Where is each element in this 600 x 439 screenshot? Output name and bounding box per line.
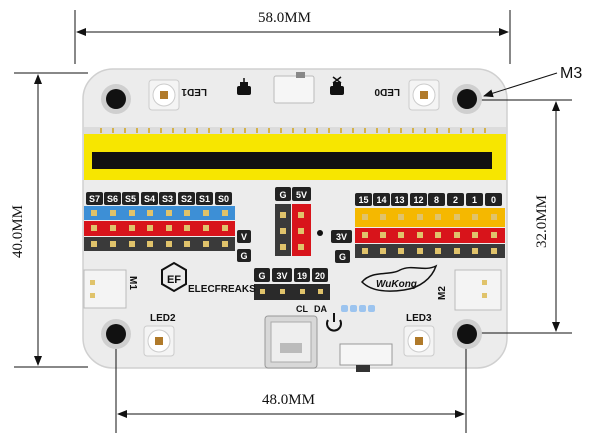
battery-indicator-leds: [341, 305, 375, 312]
width-dimension-label: 58.0MM: [258, 10, 311, 26]
top-switch: [273, 75, 315, 104]
io-pin-label: 8: [434, 195, 439, 205]
io-pin-label: 12: [413, 195, 423, 205]
i2c-label: 19: [297, 271, 307, 281]
svg-text:EF: EF: [167, 274, 181, 286]
led-bottom-left: [143, 325, 175, 357]
m3-label: M3: [560, 65, 582, 82]
servo-pin-label: S6: [107, 194, 118, 204]
i2c-cl-label: CL: [296, 304, 308, 314]
led0-label: LED0: [374, 86, 400, 97]
led-top-right: [408, 79, 440, 111]
io-pin-label: 0: [491, 195, 496, 205]
center-pin-label-g: G: [279, 190, 286, 200]
servo-pin-label: S5: [125, 194, 136, 204]
buzzer-on-icon: [237, 78, 251, 95]
io-pin-label: 15: [358, 195, 368, 205]
led3-label: LED3: [406, 313, 432, 324]
servo-pin-label: S4: [144, 194, 155, 204]
servo-pin-label: S7: [89, 194, 100, 204]
dimension-lines: [14, 10, 572, 433]
servo-rail-g-label: G: [240, 251, 247, 261]
power-icon: [326, 313, 342, 332]
i2c-label: G: [258, 271, 265, 281]
center-pin-label-5v: 5V: [296, 190, 307, 200]
hole-spacing-x-label: 48.0MM: [262, 392, 315, 408]
wukong-label: WuKong: [376, 279, 417, 290]
led-top-left: [148, 79, 180, 111]
i2c-da-label: DA: [314, 304, 327, 314]
io-pin-label: 13: [394, 195, 404, 205]
i2c-header: G 3V 19 20: [254, 268, 330, 300]
brand-label: ELECFREAKS: [188, 284, 256, 295]
servo-pin-label: S3: [162, 194, 173, 204]
servo-rail-v-label: V: [241, 232, 247, 242]
m2-label: M2: [437, 286, 448, 300]
motor-connector-m1: [83, 269, 127, 309]
io-header: [355, 208, 505, 258]
io-rail-g-label: G: [339, 252, 346, 262]
io-pin-labels: 15 14 13 12 8 2 1 0 3V G: [331, 193, 502, 263]
servo-pin-labels: S7 S6 S5 S4 S3 S2 S1 S0 V G: [86, 192, 251, 262]
center-power-header: G 5V: [275, 187, 323, 256]
io-pin-label: 2: [453, 195, 458, 205]
height-dimension-label: 40.0MM: [10, 205, 26, 258]
servo-pin-label: S0: [218, 194, 229, 204]
microbit-slot: [84, 127, 506, 180]
led2-label: LED2: [150, 313, 176, 324]
servo-header: [84, 206, 235, 251]
led-bottom-right: [403, 325, 435, 357]
io-pin-label: 1: [472, 195, 477, 205]
motor-connector-m2: [454, 269, 502, 311]
top-switch-knob: [296, 72, 305, 78]
elecfreaks-logo-icon: EF: [161, 261, 187, 293]
io-rail-3v-label: 3V: [336, 232, 347, 242]
hole-spacing-y-label: 32.0MM: [534, 195, 550, 248]
servo-pin-label: S2: [181, 194, 192, 204]
mounting-holes: [101, 84, 482, 349]
power-switch: [339, 343, 393, 372]
wukong-logo-icon: [360, 264, 438, 292]
io-pin-label: 14: [376, 195, 386, 205]
servo-pin-label: S1: [199, 194, 210, 204]
usb-port: [264, 315, 318, 369]
i2c-label: 20: [315, 271, 325, 281]
buzzer-off-icon: [330, 76, 344, 95]
led1-label: LED1: [181, 86, 207, 97]
i2c-label: 3V: [276, 271, 287, 281]
m1-label: M1: [127, 276, 138, 290]
